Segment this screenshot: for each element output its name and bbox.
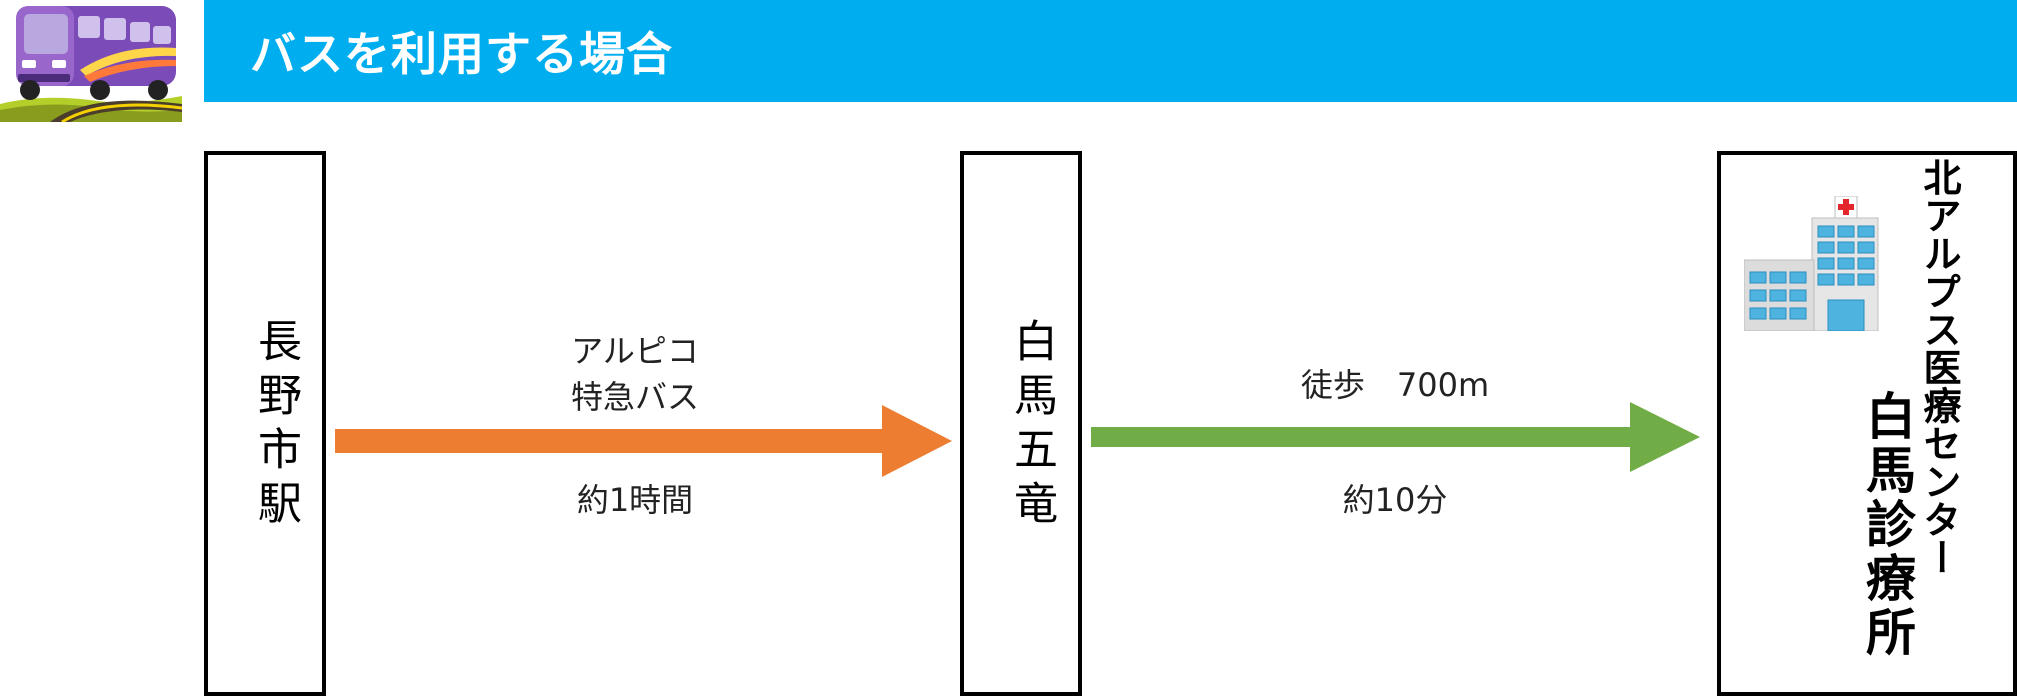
leg2-arrow <box>1091 402 1700 472</box>
transfer-stop-box <box>960 151 1082 696</box>
leg1-duration: 約1時間 <box>576 481 694 519</box>
bus-icon <box>0 6 182 122</box>
leg2-mode: 徒歩 700m <box>1300 366 1490 404</box>
leg1-mode-line2: 特急バス <box>570 378 699 416</box>
header-banner <box>204 0 2017 102</box>
hospital-icon <box>1744 196 1879 331</box>
leg1-mode-line1: アルピコ <box>571 332 699 370</box>
origin-station-box <box>204 151 326 696</box>
destination-clinic-name: 白馬診療所 <box>1858 390 1916 660</box>
destination-organization: 北アルプス医療センター <box>1917 158 1961 576</box>
transfer-stop-label: 白馬五竜 <box>1006 318 1057 534</box>
leg2-duration: 約10分 <box>1342 481 1448 519</box>
origin-station-label: 長野市駅 <box>250 318 301 534</box>
page-title: バスを利用する場合 <box>250 27 673 81</box>
